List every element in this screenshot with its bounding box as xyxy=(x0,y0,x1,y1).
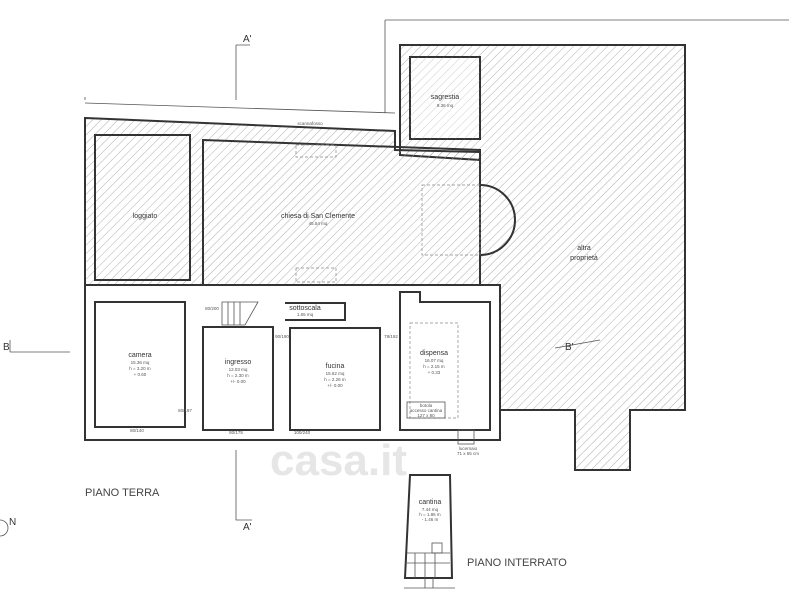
cantina-stairs xyxy=(407,552,450,578)
ingresso-level: +/- 0.00 xyxy=(230,379,246,384)
ingresso-height: h = 2.30 m xyxy=(227,373,249,378)
room-sottoscala xyxy=(285,302,346,321)
camera-area: 15.36 mq xyxy=(131,360,150,365)
scannafosso-label: scannafosso xyxy=(297,121,323,126)
altra-proprieta-label: altra xyxy=(577,245,591,252)
camera-height: h = 3.20 m xyxy=(129,366,151,371)
cantina-height: h = 1.86 m xyxy=(419,512,441,517)
fucina-level: +/- 0.00 xyxy=(327,383,343,388)
fucina-label: fucina xyxy=(326,363,345,370)
ingresso-area: 12.03 mq xyxy=(229,367,248,372)
door-dim: 80/200 xyxy=(205,306,219,311)
section-b-right-label: B' xyxy=(565,342,574,353)
fucina-area: 15.62 mq xyxy=(326,371,345,376)
scannafosso-outline xyxy=(84,19,789,114)
lucernaio xyxy=(457,429,475,445)
camera-level: + 0.60 xyxy=(134,372,147,377)
section-a-top-label: A' xyxy=(243,34,252,45)
camera-label: camera xyxy=(128,352,151,359)
section-a-bottom-label: A' xyxy=(243,522,252,533)
house-outline xyxy=(84,284,501,441)
sottoscala-label: sottoscala xyxy=(289,305,321,312)
dispensa-level: + 0.33 xyxy=(428,370,441,375)
room-dispensa xyxy=(399,291,491,431)
altra-proprieta-label-2: proprietà xyxy=(570,255,598,262)
botola xyxy=(406,401,446,419)
lucernaio-label: lucernaio xyxy=(459,446,478,451)
door-dim: 80/197 xyxy=(178,408,192,413)
sottoscala-area: 1.65 mq xyxy=(297,312,314,317)
fucina-height: h = 2.26 m xyxy=(324,377,346,382)
room-ingresso xyxy=(202,326,274,431)
apse xyxy=(479,184,516,256)
watermark: casa.it xyxy=(270,436,407,485)
chiesa-area: 45.54 mq xyxy=(309,221,328,226)
cantina-level: - 1.46 m xyxy=(422,517,439,522)
room-loggiato xyxy=(94,134,191,281)
north-label: N xyxy=(9,517,16,528)
section-b-left-label: B xyxy=(3,342,10,353)
door-dim: 78/192 xyxy=(384,334,398,339)
chiesa-label: chiesa di San Clemente xyxy=(281,213,355,220)
cantina-area: 7.44 mq xyxy=(422,507,439,512)
sagrestia-area: 9.36 mq xyxy=(437,103,454,108)
botola-label-2: accesso cantina xyxy=(410,408,443,413)
section-b-right-line xyxy=(554,339,601,349)
botola-label: botola xyxy=(420,403,433,408)
ingresso-label: ingresso xyxy=(225,359,252,366)
room-fucina xyxy=(289,327,381,431)
botola-size: 127 x 80 xyxy=(417,413,435,418)
north-arrow-icon xyxy=(0,519,9,537)
door-dim: 80/175 xyxy=(229,430,243,435)
room-camera xyxy=(94,301,186,428)
door-dim: 100/240 xyxy=(294,430,311,435)
door-dim: 90/190 xyxy=(275,334,289,339)
stairs xyxy=(221,301,259,326)
dispensa-height: h = 2.15 m xyxy=(423,364,445,369)
loggiato-label: loggiato xyxy=(133,213,158,220)
dispensa-label: dispensa xyxy=(420,350,448,357)
room-cantina xyxy=(403,474,454,579)
lucernaio-size: 71 x 65 cm xyxy=(457,451,479,456)
piano-terra-title: PIANO TERRA xyxy=(85,487,160,499)
sagrestia-label: sagrestia xyxy=(431,94,460,101)
cantina-label: cantina xyxy=(419,499,442,506)
section-b-left-line xyxy=(9,340,70,353)
piano-interrato-title: PIANO INTERRATO xyxy=(467,557,567,569)
section-a-top-line xyxy=(235,44,250,100)
section-a-bottom-line xyxy=(235,450,252,521)
dispensa-area: 16.07 mq xyxy=(425,358,444,363)
door-dim: 80/140 xyxy=(130,428,144,433)
